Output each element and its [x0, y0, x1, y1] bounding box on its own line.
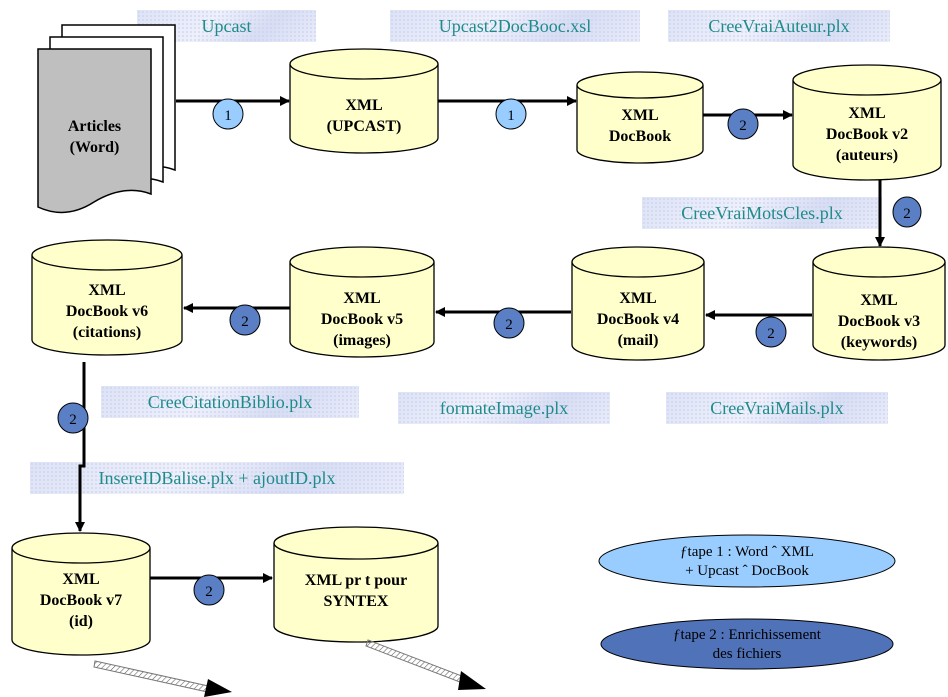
hatched-arrow-from-syntex: [365, 639, 486, 690]
step-badge-2-b: 2: [892, 196, 922, 228]
arrow-v6-to-v7: [75, 362, 86, 532]
svg-text:2: 2: [903, 206, 911, 222]
cylinder-docbook-v2: [792, 64, 942, 181]
svg-text:2: 2: [69, 412, 77, 428]
legend-step1-shape: [598, 534, 896, 588]
svg-text:2: 2: [767, 326, 775, 342]
svg-text:2: 2: [205, 584, 213, 600]
step-badge-2-a: 2: [727, 108, 759, 140]
label-creecitationbiblio: CreeCitationBiblio.plx: [101, 386, 359, 418]
label-creevraimotscles: CreeVraiMotsCles.plx: [642, 197, 882, 229]
legend-step2-shape: [600, 618, 894, 670]
svg-text:1: 1: [507, 108, 515, 124]
legend-step1-text: ƒtape 1 : Word ˆ XML+ Upcast ˆ DocBook: [680, 544, 814, 579]
articles-document-stack: [37, 24, 176, 214]
cylinder-docbook-v7: [11, 532, 151, 656]
cylinder-docbook-v6: [31, 239, 183, 356]
step-badge-2-c: 2: [755, 316, 787, 348]
label-upcast2docbook: Upcast2DocBooc.xsl: [390, 10, 640, 42]
node-xml-upcast-label: XML(UPCAST): [326, 97, 402, 135]
cylinder-xml-upcast: [289, 48, 439, 154]
node-articles-label: Articles(Word): [67, 118, 122, 156]
label-formateimage: formateImage.plx: [398, 392, 610, 424]
cylinder-docbook-v4: [571, 246, 705, 361]
cylinder-docbook-v5: [289, 246, 435, 358]
step-badge-2-d: 2: [493, 307, 525, 339]
cylinder-xml-syntex: [273, 526, 439, 643]
cylinder-xml-docbook: [576, 71, 704, 164]
step-badge-1-a: 1: [212, 98, 244, 130]
step-badge-2-g: 2: [193, 574, 225, 606]
label-insereidbalise: InsereIDBalise.plx + ajoutID.plx: [30, 462, 404, 494]
svg-text:2: 2: [505, 317, 513, 333]
label-creevraiauteur: CreeVraiAuteur.plx: [668, 10, 890, 42]
svg-text:1: 1: [224, 108, 232, 124]
step-badge-2-f: 2: [57, 402, 89, 434]
hatched-arrow-from-v7: [93, 660, 232, 697]
svg-text:2: 2: [241, 314, 249, 330]
svg-text:2: 2: [739, 118, 747, 134]
step-badge-1-b: 1: [495, 98, 527, 130]
step-badge-2-e: 2: [229, 304, 261, 336]
label-creevraimails: CreeVraiMails.plx: [666, 392, 888, 424]
cylinder-docbook-v3: [812, 246, 946, 361]
